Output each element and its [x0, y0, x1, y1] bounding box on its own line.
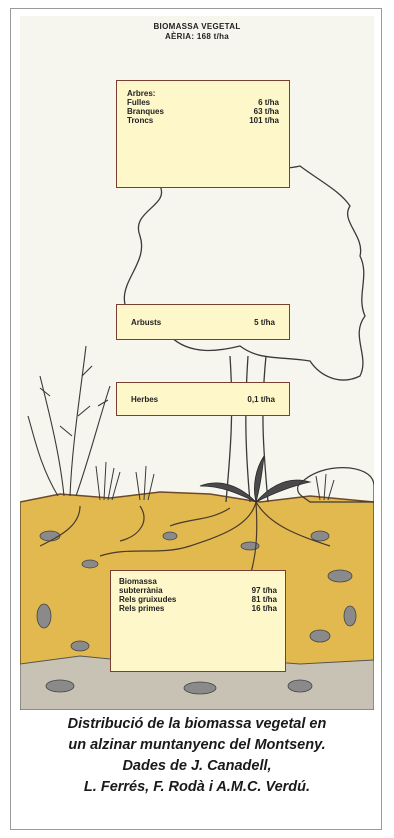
row-value: 101 t/ha	[249, 116, 279, 125]
shrubs-biomass-box: Arbusts 5 t/ha	[116, 304, 290, 340]
row-value: 81 t/ha	[252, 595, 277, 604]
row-label: Fulles	[127, 98, 150, 107]
roots-row-fine: Rels primes 16 t/ha	[119, 604, 277, 613]
aerial-biomass-title: BIOMASSA VEGETAL AÈRIA: 168 t/ha	[20, 22, 374, 42]
tree-trunks	[226, 356, 268, 502]
trees-row-trunks: Troncs 101 t/ha	[127, 116, 279, 125]
caption-line-3: Dades de J. Canadell,	[14, 756, 380, 777]
roots-heading: Biomassa	[119, 577, 277, 586]
caption-line-2: un alzinar muntanyenc del Montseny.	[14, 735, 380, 756]
shrubs-value: 5 t/ha	[254, 318, 275, 327]
roots-row-total: subterrània 97 t/ha	[119, 586, 277, 595]
trees-biomass-box: Arbres: Fulles 6 t/ha Branques 63 t/ha T…	[116, 80, 290, 188]
row-value: 63 t/ha	[254, 107, 279, 116]
tree-canopy	[124, 166, 365, 380]
underground-biomass-box: Biomassa subterrània 97 t/ha Rels gruixu…	[110, 570, 286, 672]
herbs-value: 0,1 t/ha	[247, 395, 275, 404]
herbs-label: Herbes	[131, 395, 158, 404]
caption-line-1: Distribució de la biomassa vegetal en	[14, 714, 380, 735]
row-label: subterrània	[119, 586, 163, 595]
trees-row-branches: Branques 63 t/ha	[127, 107, 279, 116]
row-value: 97 t/ha	[252, 586, 277, 595]
shrub-left	[28, 346, 110, 496]
row-label: Rels gruixudes	[119, 595, 176, 604]
row-label: Branques	[127, 107, 164, 116]
row-value: 6 t/ha	[258, 98, 279, 107]
row-label: Rels primes	[119, 604, 164, 613]
roots-row-thick: Rels gruixudes 81 t/ha	[119, 595, 277, 604]
row-label: Troncs	[127, 116, 153, 125]
row-value: 16 t/ha	[252, 604, 277, 613]
title-line-2: AÈRIA: 168 t/ha	[20, 32, 374, 42]
title-line-1: BIOMASSA VEGETAL	[20, 22, 374, 32]
figure-caption: Distribució de la biomassa vegetal en un…	[14, 714, 380, 798]
trees-row-leaves: Fulles 6 t/ha	[127, 98, 279, 107]
herbs-biomass-box: Herbes 0,1 t/ha	[116, 382, 290, 416]
forest-illustration: BIOMASSA VEGETAL AÈRIA: 168 t/ha Arbres:…	[20, 16, 374, 710]
caption-line-4: L. Ferrés, F. Rodà i A.M.C. Verdú.	[14, 777, 380, 798]
shrubs-label: Arbusts	[131, 318, 161, 327]
trees-heading: Arbres:	[127, 89, 279, 98]
